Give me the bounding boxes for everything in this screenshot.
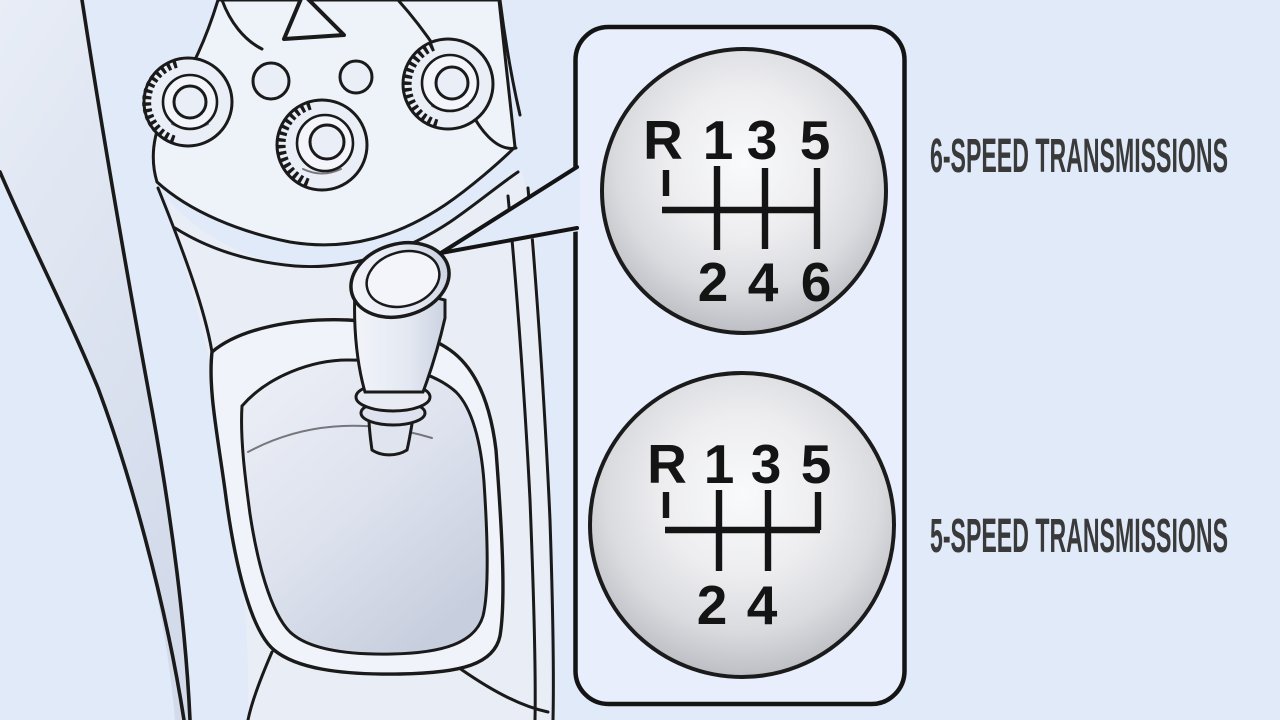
gear-position-3: 3 — [751, 433, 782, 495]
five-speed-knob-face — [588, 371, 896, 679]
gear-position-6: 6 — [801, 251, 832, 313]
gear-position-5: 5 — [800, 109, 831, 171]
below-bezel-edge — [246, 650, 274, 720]
gear-position-5: 5 — [801, 433, 832, 495]
climate-knob-center-icon — [275, 98, 369, 192]
six-speed-label: 6-SPEED TRANSMISSIONS — [930, 130, 1228, 183]
gear-position-1: 1 — [704, 433, 735, 495]
gear-position-1: 1 — [703, 109, 734, 171]
gear-position-r: R — [643, 109, 683, 171]
five-speed-label: 5-SPEED TRANSMISSIONS — [930, 510, 1228, 563]
shifter-stem — [367, 416, 415, 457]
climate-knob-right-icon — [401, 37, 495, 131]
console-right-line-outer — [526, 186, 555, 720]
pillar-trim — [0, 0, 190, 720]
pillar-edge-right — [80, 0, 192, 720]
gear-position-r: R — [647, 433, 687, 495]
callout-pointer-bottom-edge — [439, 226, 579, 255]
panel-top-crease — [220, 0, 264, 51]
six-speed-knob-diagram: R 1 3 5 2 4 6 — [600, 47, 888, 335]
console-button-right — [338, 59, 374, 95]
gear-position-4: 4 — [747, 574, 778, 636]
climate-knob-left-icon — [142, 56, 234, 148]
console-illustration — [0, 0, 555, 720]
gear-position-2: 2 — [697, 574, 728, 636]
console-right-line-inner — [506, 194, 537, 720]
shift-knob-top-face — [365, 249, 441, 309]
dash-edge-b — [498, 0, 522, 117]
pillar-edge-left — [0, 170, 186, 720]
gear-position-4: 4 — [748, 251, 779, 313]
six-speed-pattern: R 1 3 5 2 4 6 — [643, 109, 831, 313]
gear-position-2: 2 — [698, 251, 729, 313]
gear-position-3: 3 — [747, 109, 778, 171]
gear-shifter — [349, 241, 451, 457]
callout: R 1 3 5 2 4 6 R 1 3 5 2 — [439, 24, 907, 707]
six-speed-knob-face — [600, 47, 888, 335]
console-button-left — [251, 61, 291, 101]
hazard-triangle-icon — [282, 0, 346, 41]
five-speed-knob-diagram: R 1 3 5 2 4 — [588, 371, 896, 679]
console-bottom-sweep — [453, 663, 550, 714]
five-speed-pattern: R 1 3 5 2 4 — [647, 433, 831, 636]
callout-pointer-top-edge — [439, 165, 579, 255]
knee-left-edge — [156, 186, 214, 354]
